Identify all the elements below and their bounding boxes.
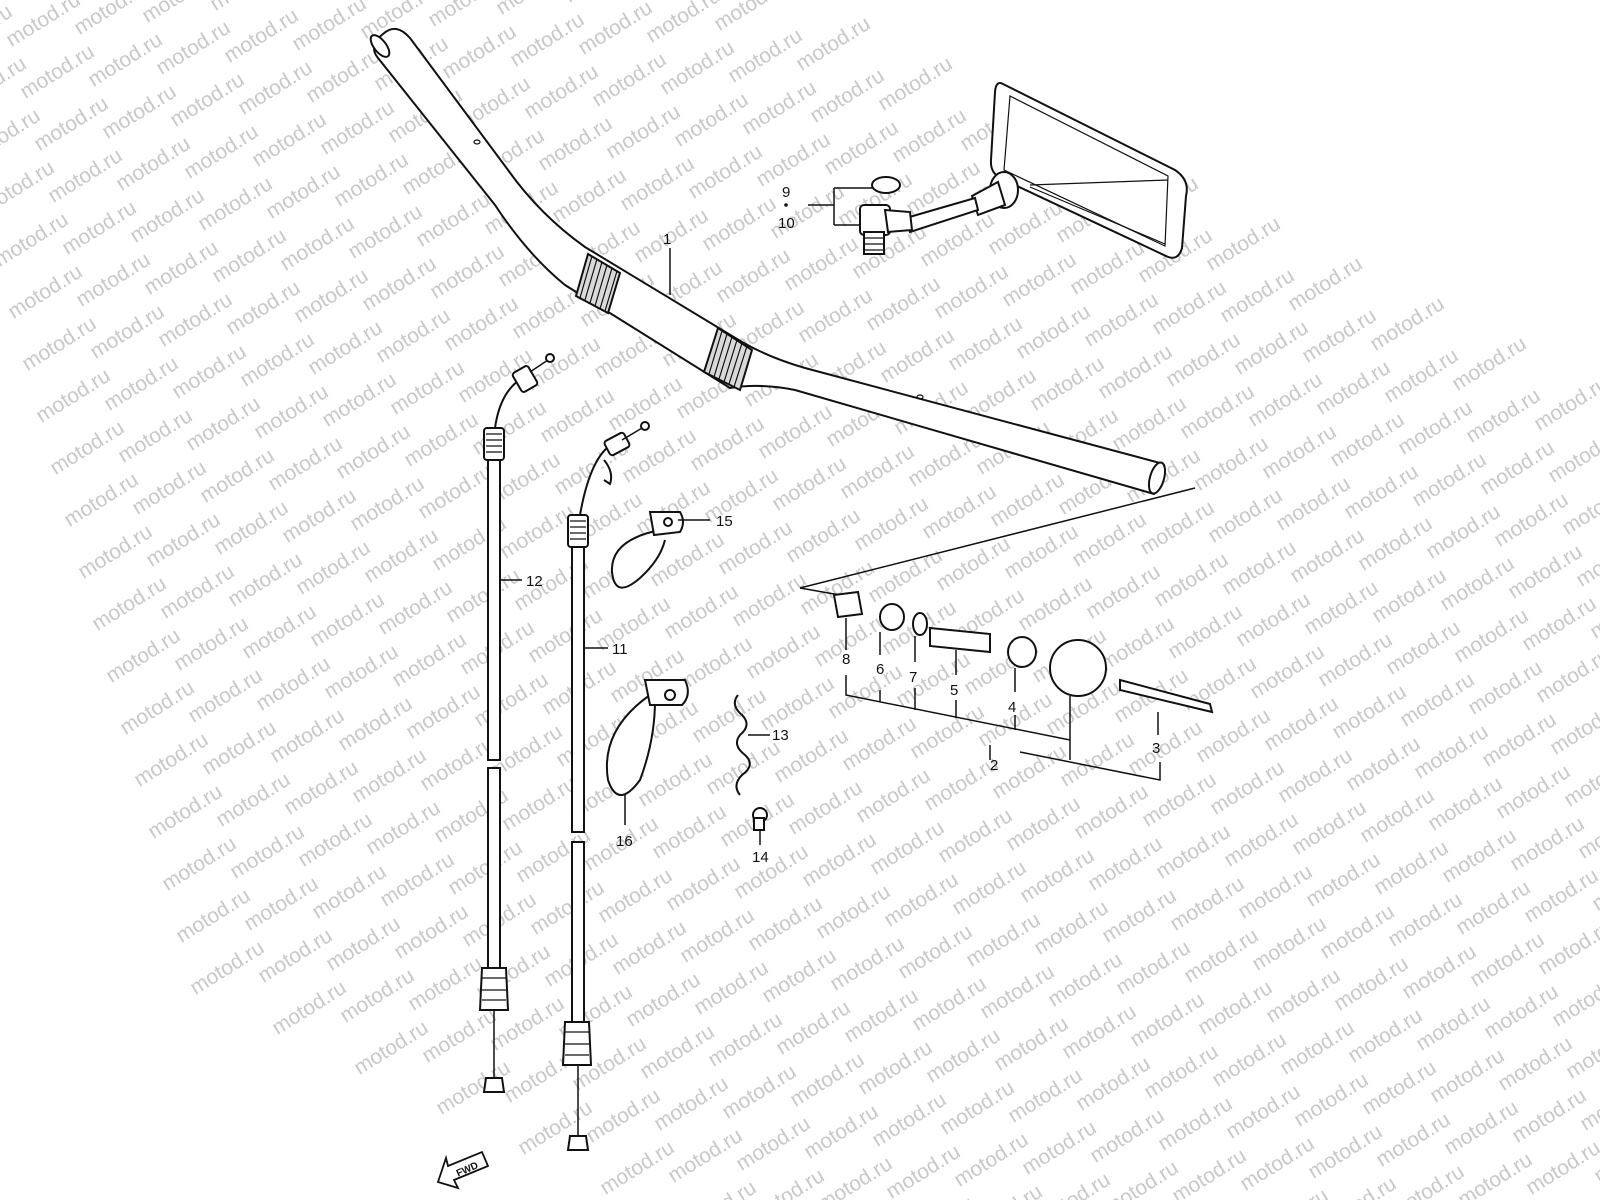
callout-14: 14 [752, 849, 769, 866]
screw-14[interactable] [752, 807, 768, 831]
callout-9: 9 [782, 184, 790, 201]
mirror[interactable] [859, 82, 1188, 259]
callout-16: 16 [616, 833, 633, 850]
balancer-assembly[interactable] [799, 487, 1214, 714]
callout-2: 2 [990, 757, 998, 774]
knurled-band-right [702, 326, 754, 392]
washer-7 [912, 612, 928, 636]
bush-4 [1007, 636, 1037, 668]
callout-3: 3 [1152, 740, 1160, 757]
mirror-nut [871, 176, 901, 194]
cable-clip-13[interactable] [733, 694, 751, 796]
throttle-cable-return[interactable] [561, 421, 650, 1151]
fwd-arrow-icon [436, 1150, 490, 1190]
cable-clamp-16[interactable] [606, 679, 689, 796]
callout-12: 12 [526, 573, 543, 590]
leader-lines [500, 187, 1161, 845]
nut-8 [832, 590, 864, 619]
callout-1: 1 [663, 231, 671, 248]
fwd-arrow: FWD [436, 1150, 490, 1190]
callout-4: 4 [1008, 699, 1016, 716]
screw-3 [1119, 678, 1214, 714]
callout-6: 6 [876, 661, 884, 678]
callout-10: 10 [778, 215, 795, 232]
handlebar[interactable] [367, 27, 1168, 496]
bush-6 [879, 603, 905, 631]
balancer-weight [1049, 639, 1107, 697]
throttle-cable-pull[interactable] [478, 353, 555, 1093]
callout-11: 11 [612, 641, 628, 658]
callout-5: 5 [950, 682, 958, 699]
callout-13: 13 [772, 727, 789, 744]
callout-8: 8 [842, 651, 850, 668]
callout-labels: 1 2 3 4 5 6 7 8 9 10 11 12 13 14 15 16 [526, 184, 1160, 866]
callout-dot [784, 203, 788, 207]
knurled-band-left [574, 252, 622, 315]
callout-15: 15 [716, 513, 733, 530]
callout-7: 7 [909, 669, 917, 686]
cable-clamp-15[interactable] [610, 511, 684, 589]
spacer-5 [929, 626, 991, 654]
